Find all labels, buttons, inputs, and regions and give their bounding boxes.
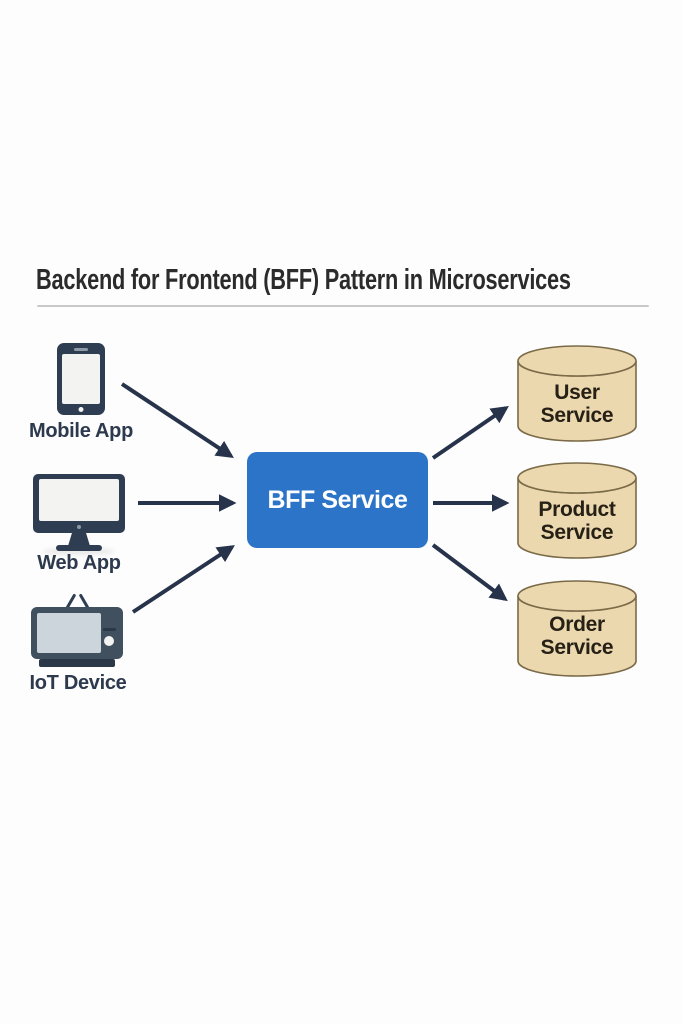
product-service-line1: Product bbox=[538, 498, 616, 521]
monitor-stand-neck bbox=[68, 533, 90, 546]
product-service-line2: Service bbox=[540, 521, 614, 544]
mobile-app-label: Mobile App bbox=[28, 420, 134, 442]
user-service-label: User Service bbox=[518, 381, 636, 427]
tv-control-slot bbox=[103, 628, 116, 631]
order-service-line2: Service bbox=[540, 636, 614, 659]
title-divider bbox=[37, 305, 649, 307]
database-cylinder-user bbox=[517, 345, 637, 442]
iot-device-label: IoT Device bbox=[29, 672, 127, 694]
smartphone-speaker bbox=[74, 348, 88, 351]
desktop-monitor-icon bbox=[33, 474, 125, 556]
product-service-label: Product Service bbox=[518, 498, 636, 544]
arrow-mobile-app-to-bff bbox=[120, 382, 234, 458]
arrow-iot-device-to-bff bbox=[131, 545, 235, 614]
smartphone-icon bbox=[57, 343, 105, 415]
tv-body bbox=[31, 607, 123, 659]
smartphone-home-button bbox=[78, 407, 84, 412]
monitor-stand-base bbox=[56, 545, 102, 551]
diagram-title: Backend for Frontend (BFF) Pattern in Mi… bbox=[36, 264, 571, 296]
monitor-screen bbox=[39, 479, 119, 521]
tv-screen bbox=[37, 613, 101, 653]
database-cylinder-order bbox=[517, 580, 637, 677]
arrow-bff-to-order-service bbox=[431, 543, 508, 602]
user-service-line1: User bbox=[554, 381, 600, 404]
tv-icon bbox=[31, 592, 123, 668]
order-service-line1: Order bbox=[549, 613, 605, 636]
smartphone-screen bbox=[62, 354, 100, 404]
bff-service-box: BFF Service bbox=[247, 452, 428, 548]
arrow-bff-to-user-service bbox=[431, 406, 509, 460]
tv-knob bbox=[104, 636, 114, 646]
monitor-power-dot bbox=[77, 525, 81, 529]
database-cylinder-product bbox=[517, 462, 637, 559]
bff-service-label: BFF Service bbox=[267, 485, 408, 514]
monitor-shadow bbox=[43, 548, 115, 555]
order-service-label: Order Service bbox=[518, 613, 636, 659]
web-app-label: Web App bbox=[37, 552, 121, 574]
tv-base bbox=[39, 659, 115, 667]
user-service-line2: Service bbox=[540, 404, 614, 427]
